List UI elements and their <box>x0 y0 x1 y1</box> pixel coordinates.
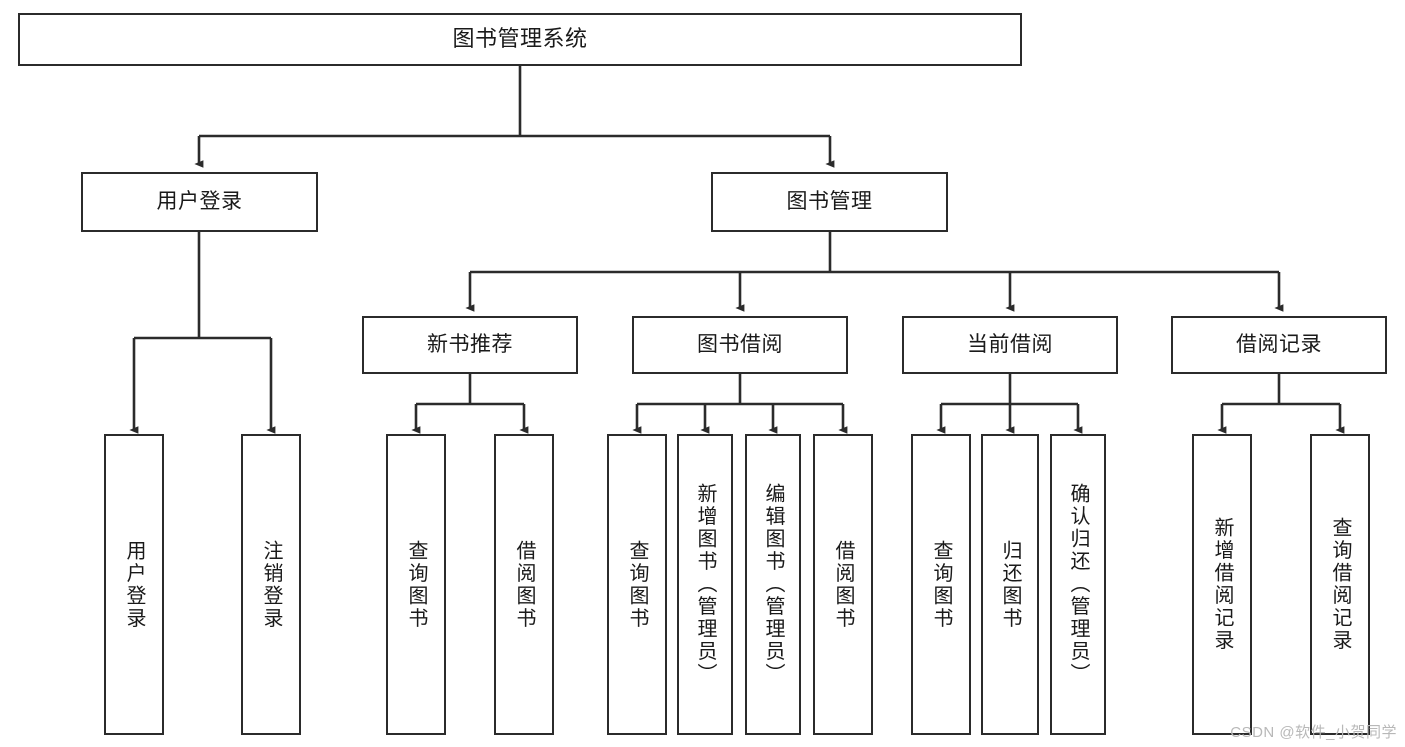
node-label: 当前借阅 <box>967 333 1053 357</box>
node-label: 新增借阅记录 <box>1211 517 1233 652</box>
node-leaf-borrow-book-2[interactable]: 借阅图书 <box>813 434 873 735</box>
node-label: 编辑图书（管理员） <box>762 483 784 686</box>
node-leaf-logout[interactable]: 注销登录 <box>241 434 301 735</box>
node-leaf-edit-book[interactable]: 编辑图书（管理员） <box>745 434 801 735</box>
node-label: 归还图书 <box>999 539 1021 630</box>
node-label: 查询图书 <box>626 539 648 630</box>
node-label: 借阅记录 <box>1236 333 1322 357</box>
node-leaf-user-login[interactable]: 用户登录 <box>104 434 164 735</box>
node-leaf-borrow-book-1[interactable]: 借阅图书 <box>494 434 554 735</box>
node-label: 新书推荐 <box>427 333 513 357</box>
node-leaf-query-book-2[interactable]: 查询图书 <box>607 434 667 735</box>
node-user-login[interactable]: 用户登录 <box>81 172 318 232</box>
node-leaf-query-book-3[interactable]: 查询图书 <box>911 434 971 735</box>
node-label: 确认归还（管理员） <box>1067 483 1089 686</box>
node-label: 注销登录 <box>260 539 282 630</box>
node-label: 查询图书 <box>930 539 952 630</box>
watermark-text: CSDN @软件_小贺同学 <box>1230 724 1397 741</box>
node-leaf-query-book-1[interactable]: 查询图书 <box>386 434 446 735</box>
node-label: 用户登录 <box>156 190 243 214</box>
node-book-borrow[interactable]: 图书借阅 <box>632 316 848 374</box>
node-root-system[interactable]: 图书管理系统 <box>18 13 1022 66</box>
node-borrow-record[interactable]: 借阅记录 <box>1171 316 1387 374</box>
node-label: 借阅图书 <box>832 539 854 630</box>
node-leaf-add-record[interactable]: 新增借阅记录 <box>1192 434 1252 735</box>
node-label: 借阅图书 <box>513 539 535 630</box>
node-leaf-confirm-return[interactable]: 确认归还（管理员） <box>1050 434 1106 735</box>
node-label: 图书借阅 <box>697 333 783 357</box>
node-label: 新增图书（管理员） <box>694 483 716 686</box>
node-label: 用户登录 <box>123 539 145 630</box>
node-label: 图书管理 <box>786 190 873 214</box>
node-label: 查询借阅记录 <box>1329 517 1351 652</box>
node-label: 图书管理系统 <box>452 26 588 52</box>
node-book-manage[interactable]: 图书管理 <box>711 172 948 232</box>
node-leaf-add-book[interactable]: 新增图书（管理员） <box>677 434 733 735</box>
node-leaf-query-record[interactable]: 查询借阅记录 <box>1310 434 1370 735</box>
node-current-borrow[interactable]: 当前借阅 <box>902 316 1118 374</box>
node-label: 查询图书 <box>405 539 427 630</box>
node-leaf-return-book[interactable]: 归还图书 <box>981 434 1039 735</box>
node-new-book-rec[interactable]: 新书推荐 <box>362 316 578 374</box>
